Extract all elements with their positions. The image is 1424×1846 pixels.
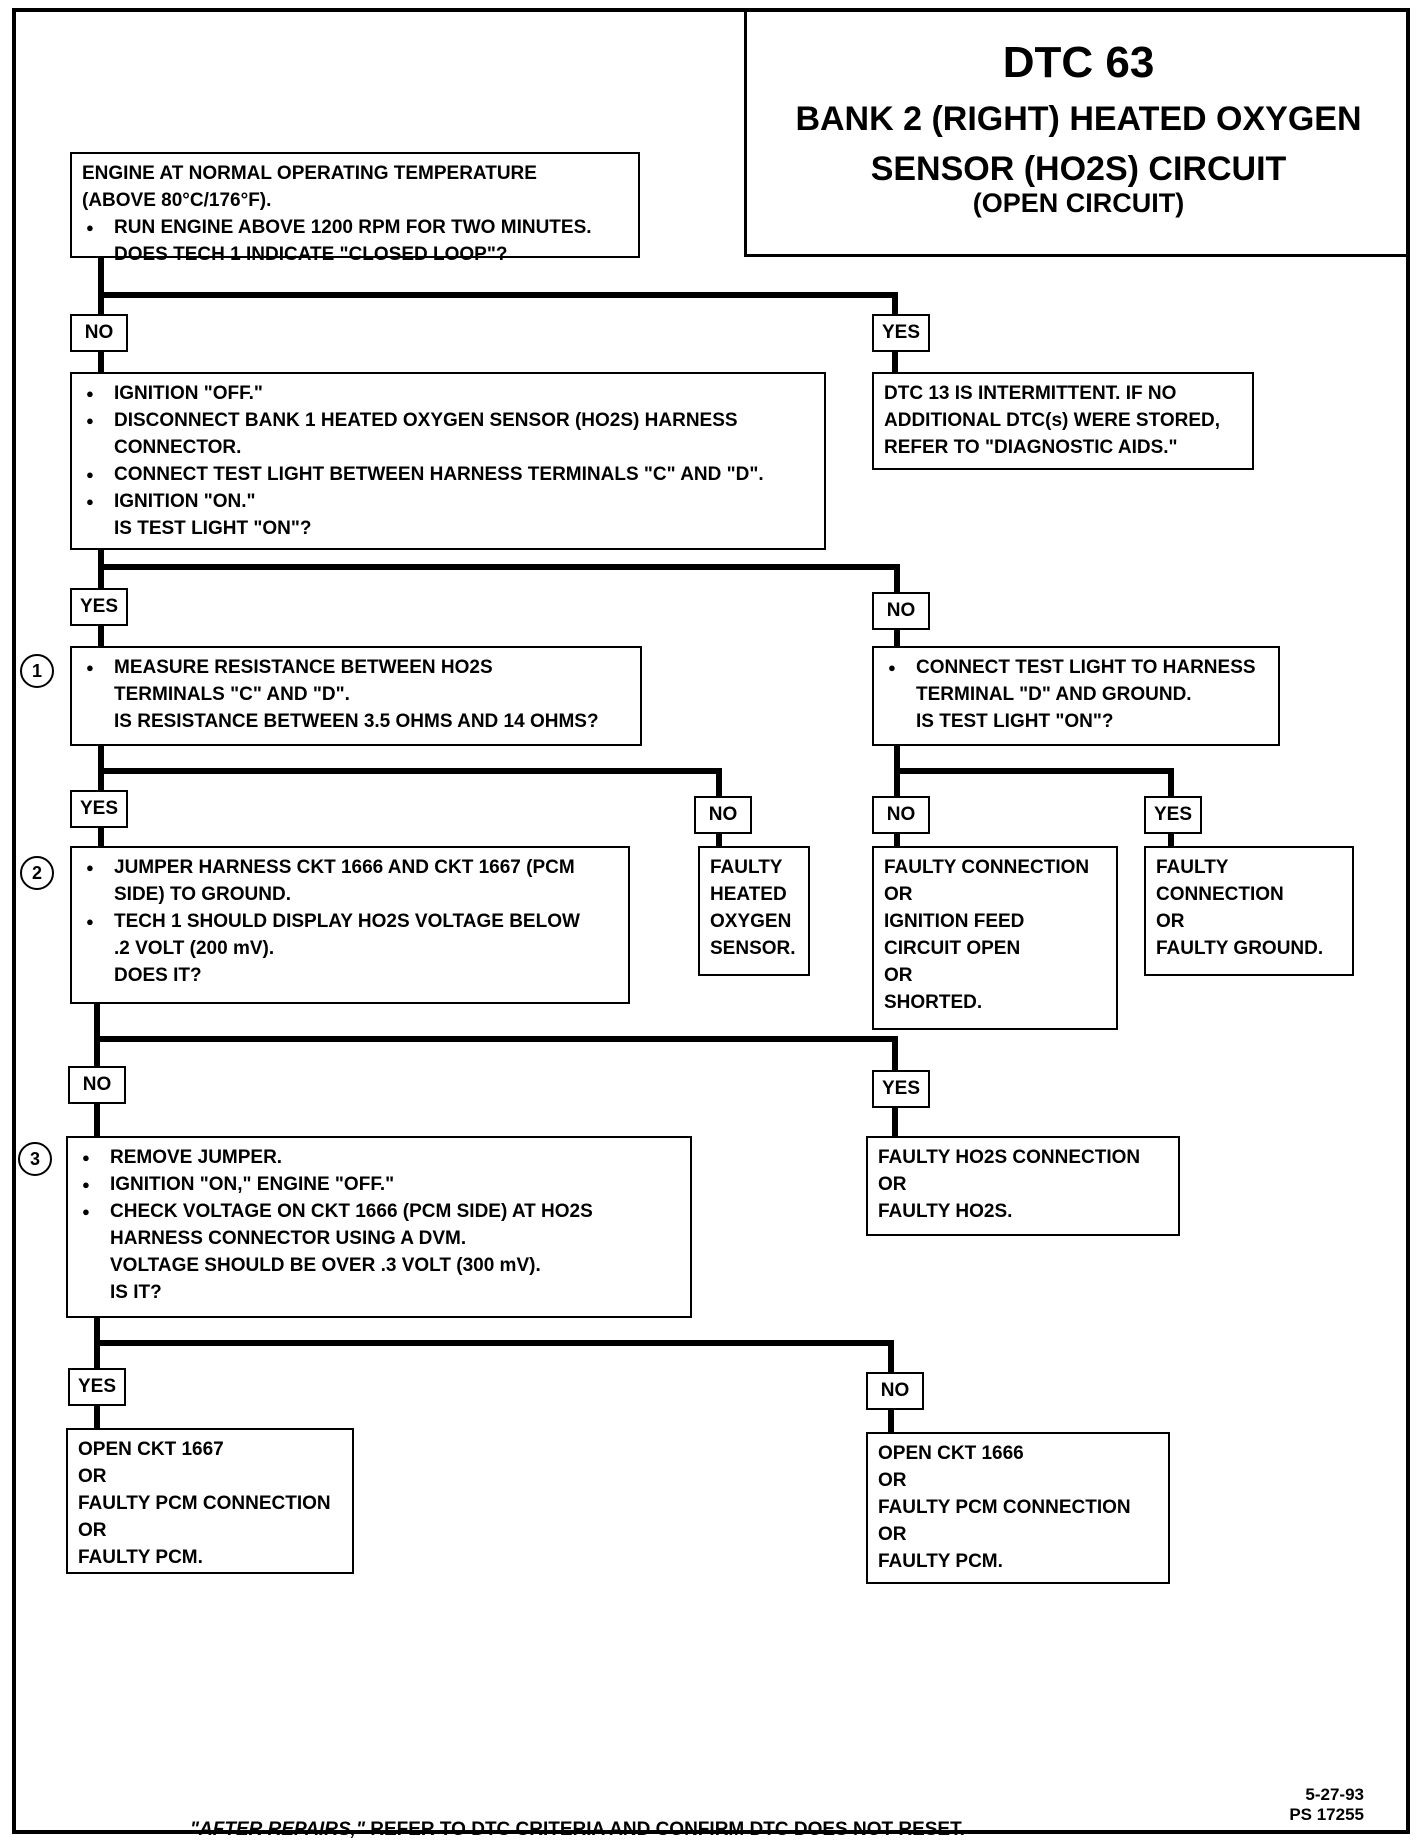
- ignition-test-light-box: IGNITION "OFF." DISCONNECT BANK 1 HEATED…: [70, 372, 826, 550]
- connector: [894, 630, 900, 648]
- branch-label-no: NO: [68, 1066, 126, 1104]
- connector: [98, 828, 104, 848]
- open-ckt-1667-box: OPEN CKT 1667 OR FAULTY PCM CONNECTION O…: [66, 1428, 354, 1574]
- title-line-1: BANK 2 (RIGHT) HEATED OXYGEN: [795, 100, 1362, 138]
- step-marker-2: 2: [20, 856, 54, 890]
- document-stamp: 5-27-93 PS 17255: [1289, 1785, 1364, 1825]
- connector: [98, 292, 898, 298]
- start-condition-box: ENGINE AT NORMAL OPERATING TEMPERATURE (…: [70, 152, 640, 265]
- intermittent-result-box: DTC 13 IS INTERMITTENT. IF NO ADDITIONAL…: [872, 372, 1254, 470]
- title-block: DTC 63 BANK 2 (RIGHT) HEATED OXYGEN SENS…: [744, 10, 1410, 257]
- connector: [888, 1340, 894, 1372]
- connector: [892, 1108, 898, 1138]
- branch-label-no: NO: [70, 314, 128, 352]
- open-ckt-1666-box: OPEN CKT 1666 OR FAULTY PCM CONNECTION O…: [866, 1432, 1170, 1584]
- title-line-3: (OPEN CIRCUIT): [972, 188, 1185, 218]
- step-marker-3: 3: [18, 1142, 52, 1176]
- connector: [894, 768, 1174, 774]
- connector: [98, 352, 104, 374]
- stamp-ref: PS 17255: [1289, 1805, 1364, 1824]
- faulty-connection-feed-box: FAULTY CONNECTION OR IGNITION FEED CIRCU…: [872, 846, 1118, 1030]
- connector: [98, 256, 104, 316]
- connector: [98, 626, 104, 648]
- branch-label-yes: YES: [70, 588, 128, 626]
- connect-test-light-ground-box: CONNECT TEST LIGHT TO HARNESS TERMINAL "…: [872, 646, 1280, 746]
- faulty-ho2s-box: FAULTY HO2S CONNECTION OR FAULTY HO2S.: [866, 1136, 1180, 1236]
- connector: [716, 834, 722, 848]
- remove-jumper-box: REMOVE JUMPER. IGNITION "ON," ENGINE "OF…: [66, 1136, 692, 1318]
- measure-resistance-box: MEASURE RESISTANCE BETWEEN HO2S TERMINAL…: [70, 646, 642, 746]
- connector: [888, 1410, 894, 1434]
- jumper-harness-box: JUMPER HARNESS CKT 1666 AND CKT 1667 (PC…: [70, 846, 630, 1004]
- branch-label-yes: YES: [872, 1070, 930, 1108]
- dtc-code: DTC 63: [1002, 38, 1155, 87]
- connector: [94, 1406, 100, 1430]
- connector: [892, 292, 898, 316]
- connector: [94, 1036, 898, 1042]
- connector: [894, 564, 900, 594]
- branch-label-yes: YES: [1144, 796, 1202, 834]
- connector: [892, 352, 898, 374]
- footer-text: REFER TO DTC CRITERIA AND CONFIRM DTC DO…: [364, 1819, 965, 1840]
- title-line-2: SENSOR (HO2S) CIRCUIT: [870, 150, 1287, 188]
- branch-label-yes: YES: [70, 790, 128, 828]
- step-marker-1: 1: [20, 654, 54, 688]
- connector: [1168, 834, 1174, 848]
- connector: [716, 768, 722, 798]
- stamp-date: 5-27-93: [1305, 1785, 1364, 1804]
- branch-label-yes: YES: [872, 314, 930, 352]
- footer-italic: "AFTER REPAIRS,": [190, 1819, 365, 1840]
- page-frame: [12, 8, 1410, 1834]
- connector: [98, 768, 722, 774]
- branch-label-yes: YES: [68, 1368, 126, 1406]
- connector: [894, 834, 900, 848]
- branch-label-no: NO: [694, 796, 752, 834]
- branch-label-no: NO: [872, 592, 930, 630]
- footer-note: "AFTER REPAIRS," REFER TO DTC CRITERIA A…: [190, 1819, 965, 1841]
- connector: [94, 1104, 100, 1138]
- branch-label-no: NO: [866, 1372, 924, 1410]
- connector: [98, 564, 900, 570]
- connector: [94, 1340, 894, 1346]
- faulty-sensor-box: FAULTY HEATED OXYGEN SENSOR.: [698, 846, 810, 976]
- connector: [892, 1036, 898, 1070]
- branch-label-no: NO: [872, 796, 930, 834]
- connector: [1168, 768, 1174, 798]
- faulty-connection-ground-box: FAULTY CONNECTION OR FAULTY GROUND.: [1144, 846, 1354, 976]
